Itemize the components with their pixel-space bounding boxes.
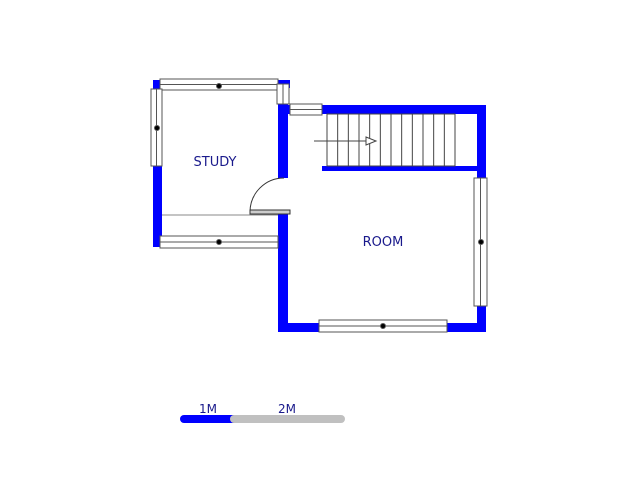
door — [249, 177, 291, 215]
room-bottom-window — [318, 319, 448, 333]
door-leaf — [249, 209, 291, 215]
stair-arrow-head — [365, 136, 378, 146]
room-left-wall-lower — [278, 212, 288, 332]
divider-top-window — [276, 83, 290, 105]
stair-treads — [337, 114, 445, 166]
study-left-window — [150, 88, 163, 167]
room-top-small-window — [289, 103, 323, 116]
study-right-wall-upper — [278, 82, 288, 178]
door-swing-arc — [249, 177, 285, 213]
scale-label-2m: 2M — [278, 402, 296, 416]
scale-bar: 1M 2M — [180, 402, 345, 423]
stair-wall — [322, 166, 482, 171]
room-right-window — [473, 177, 488, 307]
windows — [150, 78, 488, 333]
room-label: ROOM — [363, 235, 404, 250]
study-label: STUDY — [194, 155, 237, 170]
study-top-window — [159, 78, 279, 91]
study-bottom-window — [159, 235, 279, 249]
stairs — [314, 113, 456, 167]
scale-label-1m: 1M — [199, 402, 217, 416]
room-top-wall — [288, 105, 486, 114]
